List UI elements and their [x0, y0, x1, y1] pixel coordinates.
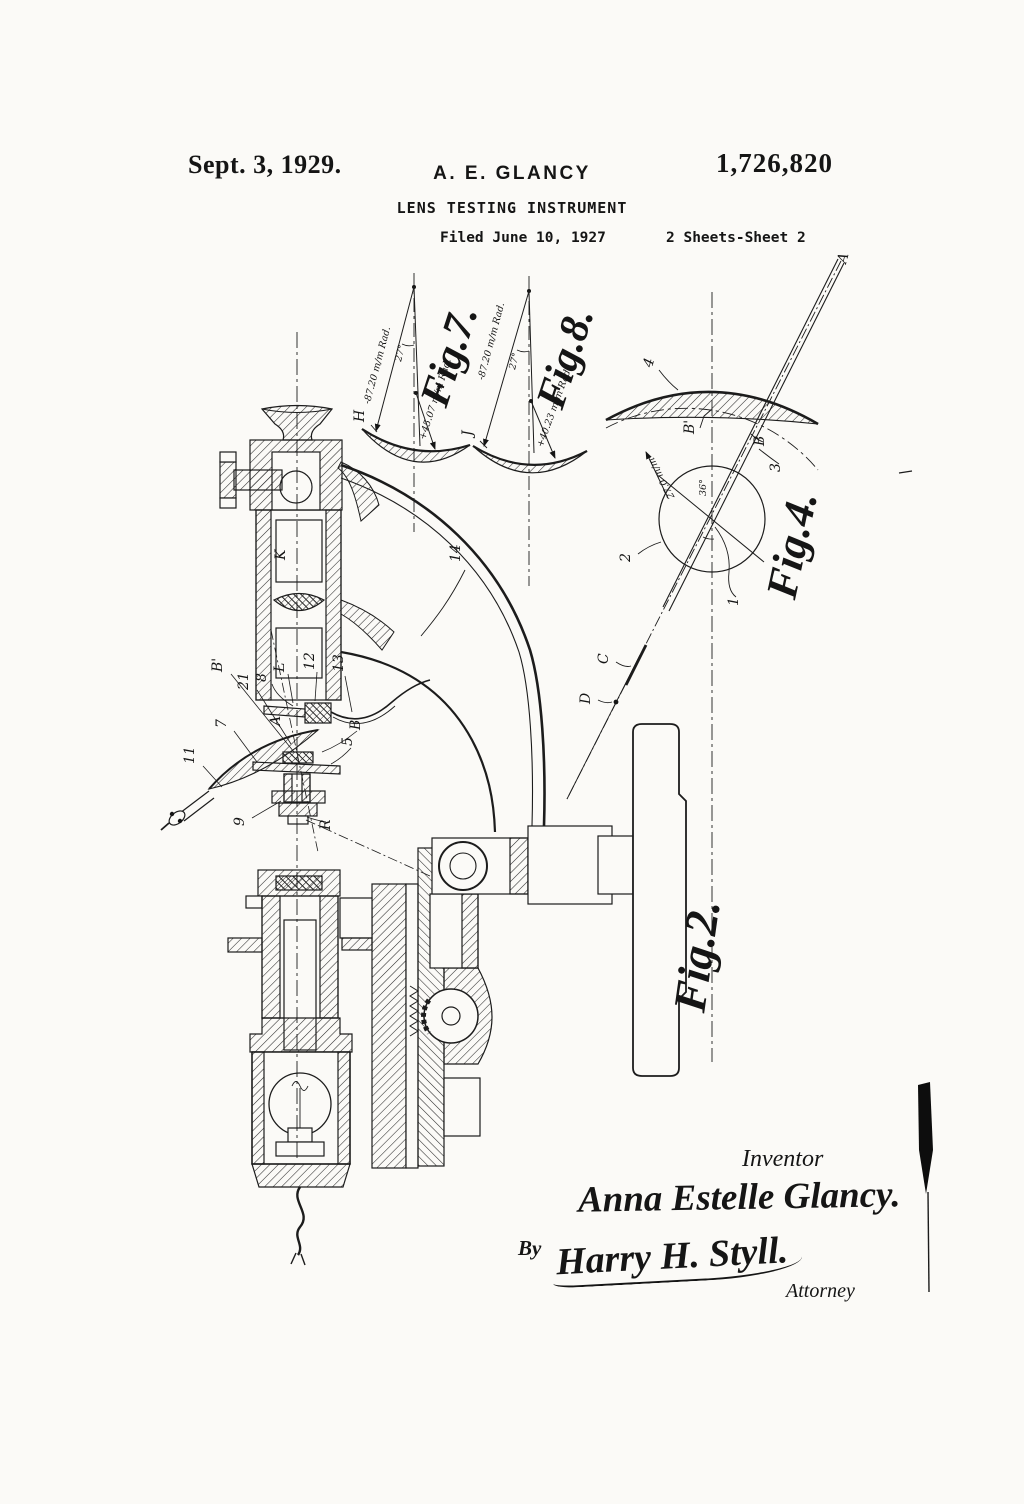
- fig2-label-11: 11: [182, 746, 198, 764]
- fig2-label-d: D: [578, 693, 594, 705]
- fig4-vertex-bprime: B': [682, 420, 698, 435]
- by-label: By: [518, 1236, 541, 1261]
- fig8-title: Fig.8.: [528, 302, 604, 415]
- fig2-bprime: B': [210, 658, 226, 673]
- fig4-point-b: B: [752, 436, 768, 447]
- fig4-circle-2: 2: [618, 553, 634, 563]
- scan-artifacts: [899, 471, 933, 1292]
- attorney-label: Attorney: [786, 1280, 855, 1303]
- fig7-point-h: H: [352, 409, 368, 423]
- fig2-label-7: 7: [214, 719, 230, 728]
- fig7-outer-radius-label: -87.20 m/m Rad.: [362, 325, 393, 405]
- fig7-title: Fig.7.: [412, 300, 488, 413]
- fig2-label-9: 9: [232, 817, 248, 826]
- fig2-label-21: 21: [236, 672, 252, 691]
- fig2-label-a: A: [268, 716, 284, 728]
- fig4-angle-label: 36°: [698, 479, 709, 496]
- figure-2-instrument: [161, 332, 686, 1265]
- inventor-label: Inventor: [742, 1146, 823, 1173]
- fig4-lens-4: 4: [640, 356, 658, 370]
- fig2-label-12: 12: [302, 652, 318, 670]
- fig8-angle-label: 27°: [507, 352, 522, 372]
- fig4-line-1: 1: [726, 597, 742, 606]
- fig2-label-r: R: [318, 819, 334, 831]
- fig4-ray-point-3: 3: [768, 463, 784, 472]
- fig4-radius-label: 27.0 m/m: [646, 456, 677, 502]
- inventor-signature: Anna Estelle Glancy.: [578, 1173, 901, 1222]
- fig4-title: Fig.4.: [756, 487, 827, 603]
- fig2-label-l: L: [272, 663, 288, 673]
- fig2-label-5: 5: [340, 737, 356, 746]
- fig2-eyepiece-k: K: [273, 548, 289, 561]
- fig2-arm-14: 14: [448, 544, 464, 562]
- fig2-label-8: 8: [254, 673, 270, 682]
- fig2-label-b: B: [348, 720, 364, 731]
- fig7-angle-label: 27°: [393, 344, 408, 364]
- fig2-label-c: C: [596, 653, 612, 664]
- fig8-point-j: J: [460, 429, 476, 439]
- fig2-label-13: 13: [331, 654, 347, 672]
